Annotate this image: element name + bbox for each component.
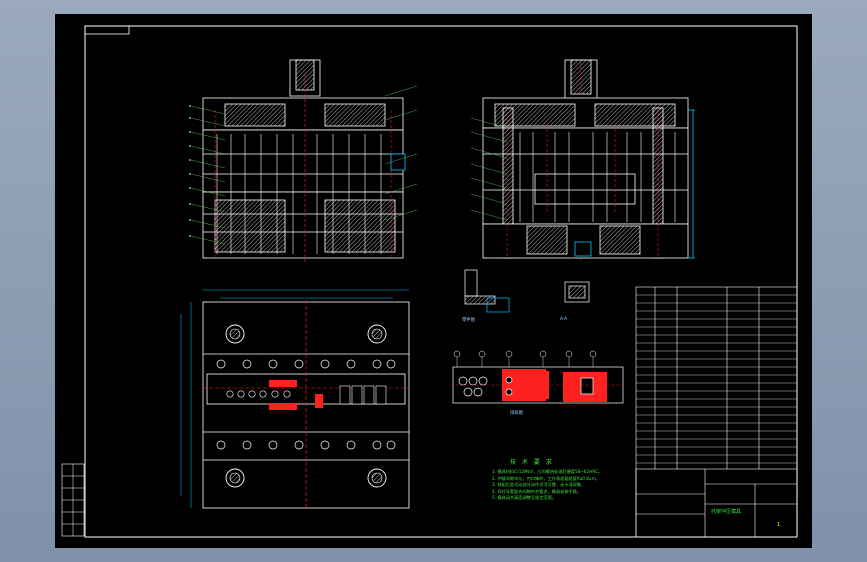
leader-dot bbox=[188, 104, 191, 107]
leader-line bbox=[190, 145, 226, 155]
station-balloon bbox=[565, 350, 573, 358]
leader-dot bbox=[188, 218, 191, 221]
leader-dot bbox=[188, 172, 191, 175]
leader-dot bbox=[188, 116, 191, 119]
note-line: 3. 装配后各活动部分动作灵活可靠，无卡滞现象。 bbox=[492, 482, 586, 487]
guide-post-core bbox=[371, 472, 383, 484]
station-balloon bbox=[589, 350, 597, 358]
outer-frame bbox=[84, 25, 798, 538]
notes-title: 技 术 要 求 bbox=[510, 459, 554, 466]
leader-line bbox=[470, 193, 508, 205]
leader-line bbox=[190, 131, 226, 141]
guide-post-core bbox=[229, 328, 241, 340]
screw-hole bbox=[372, 440, 382, 450]
screw-hole bbox=[346, 359, 356, 369]
technical-notes: 技 术 要 求 1. 模具材料Cr12MoV，凸凹模热处理后硬度58~62HRC… bbox=[492, 459, 603, 502]
leader-line bbox=[190, 173, 226, 183]
layout-caption: 排样图 bbox=[510, 411, 523, 416]
note-line: 1. 模具材料Cr12MoV，凸凹模热处理后硬度58~62HRC。 bbox=[492, 469, 603, 474]
title-block-name: 托架冲压模具 bbox=[711, 509, 742, 515]
drawing-canvas: 技 术 要 求 1. 模具材料Cr12MoV，凸凹模热处理后硬度58~62HRC… bbox=[55, 14, 812, 548]
leader-line bbox=[470, 209, 508, 221]
punch-slot bbox=[375, 385, 387, 405]
punch-slot bbox=[363, 385, 375, 405]
side-view-leaders bbox=[470, 117, 508, 221]
section-caption: A-A bbox=[560, 317, 568, 322]
leader-line bbox=[470, 147, 508, 159]
corner-tab bbox=[84, 25, 130, 35]
leader-dot bbox=[188, 234, 191, 237]
leader-line bbox=[190, 105, 226, 115]
leader-dot bbox=[188, 158, 191, 161]
station-balloon bbox=[478, 350, 486, 358]
guide-post-core bbox=[229, 472, 241, 484]
leader-line bbox=[190, 187, 226, 197]
part-sketch bbox=[464, 269, 590, 313]
screw-hole bbox=[268, 440, 278, 450]
screw-hole bbox=[242, 359, 252, 369]
leader-dot bbox=[188, 186, 191, 189]
plan-strip-red bbox=[269, 380, 323, 410]
title-block bbox=[635, 286, 798, 538]
punch-hole bbox=[226, 390, 234, 398]
binding-strip bbox=[61, 463, 85, 537]
note-line: 4. 导柱导套配合间隙符合要求，模具安装平稳。 bbox=[492, 488, 582, 494]
leader-dot bbox=[188, 202, 191, 205]
leader-line bbox=[384, 183, 418, 195]
plan-view bbox=[202, 300, 410, 510]
screw-hole bbox=[372, 359, 382, 369]
screw-hole bbox=[216, 359, 226, 369]
punch-hole bbox=[237, 390, 245, 398]
screw-hole bbox=[294, 440, 304, 450]
leader-line bbox=[190, 159, 226, 169]
screw-hole bbox=[268, 359, 278, 369]
leader-line bbox=[384, 109, 418, 121]
screw-hole bbox=[294, 359, 304, 369]
station-balloon bbox=[453, 350, 461, 358]
screw-hole bbox=[386, 440, 396, 450]
punch-hole bbox=[259, 390, 267, 398]
leader-line bbox=[384, 209, 418, 221]
note-line: 2. 冲裁间隙均匀，刃口锋利，工作表面粗糙度Ra0.8um。 bbox=[492, 475, 600, 481]
punch-hole bbox=[248, 390, 256, 398]
leader-line bbox=[470, 131, 508, 143]
screw-hole bbox=[346, 440, 356, 450]
leader-line bbox=[384, 85, 418, 97]
screw-hole bbox=[242, 440, 252, 450]
leader-line bbox=[470, 177, 508, 189]
leader-line bbox=[470, 117, 508, 129]
front-view-leaders bbox=[188, 85, 418, 245]
leader-line bbox=[190, 117, 226, 127]
leader-dot bbox=[188, 144, 191, 147]
screw-hole bbox=[320, 359, 330, 369]
leader-dot bbox=[188, 130, 191, 133]
punch-slot bbox=[339, 385, 351, 405]
screw-hole bbox=[216, 440, 226, 450]
cad-drawing bbox=[61, 25, 798, 538]
guide-post-core bbox=[371, 328, 383, 340]
leader-line bbox=[190, 219, 226, 229]
leader-line bbox=[190, 203, 226, 213]
strip-layout bbox=[451, 350, 625, 404]
punch-slot bbox=[351, 385, 363, 405]
leader-line bbox=[470, 163, 508, 175]
station-balloon bbox=[539, 350, 547, 358]
side-section-view bbox=[482, 59, 695, 262]
leader-line bbox=[190, 235, 226, 245]
punch-hole bbox=[283, 390, 291, 398]
station-balloon bbox=[505, 350, 513, 358]
title-block-sheet: 1 bbox=[777, 522, 781, 528]
screw-hole bbox=[320, 440, 330, 450]
leader-line bbox=[384, 153, 418, 165]
note-line: 5. 模具闭合高度调整至规定范围。 bbox=[492, 495, 556, 500]
plan-dimensions bbox=[180, 289, 409, 508]
punch-hole bbox=[271, 390, 279, 398]
part-caption: 零件图 bbox=[462, 318, 475, 323]
screw-hole bbox=[386, 359, 396, 369]
front-section-view bbox=[202, 59, 406, 262]
